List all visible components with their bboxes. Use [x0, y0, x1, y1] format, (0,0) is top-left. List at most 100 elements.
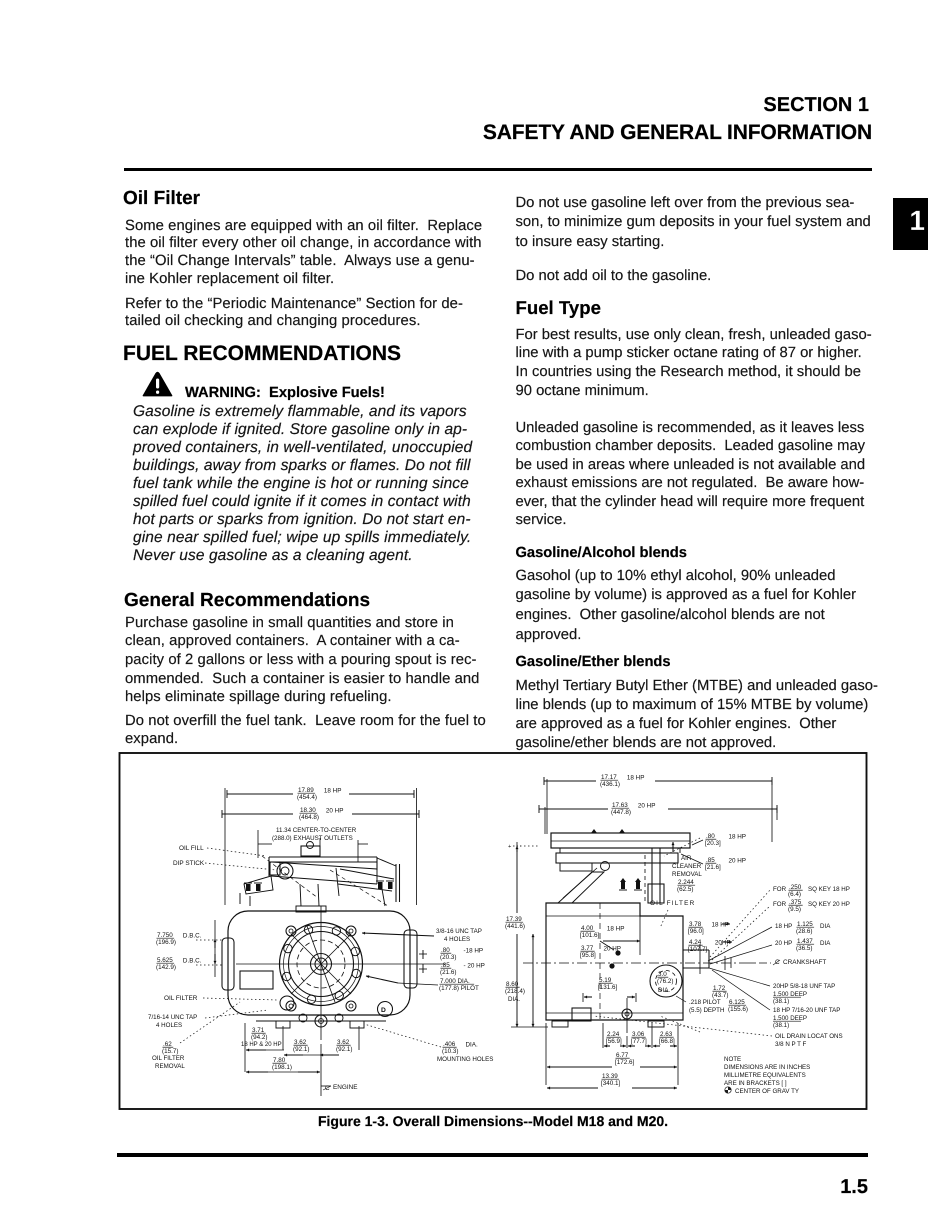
svg-text:7.750: 7.750 [157, 932, 173, 939]
svg-text:[96.0]: [96.0] [688, 928, 704, 935]
svg-text:REMOVAL: REMOVAL [155, 1063, 185, 1070]
svg-text:11.34 CENTER-TO-CENTER: 11.34 CENTER-TO-CENTER [276, 827, 357, 834]
svg-text:ENGINE: ENGINE [333, 1084, 358, 1091]
svg-text:[107.7]: [107.7] [688, 946, 708, 953]
svg-text:.85: .85 [706, 857, 715, 864]
svg-text:+: + [508, 844, 512, 850]
svg-text:D.B.C.: D.B.C. [183, 958, 202, 965]
svg-text:[20.3]: [20.3] [705, 840, 721, 847]
svg-text:2.244: 2.244 [678, 879, 694, 886]
svg-text:(441.6): (441.6) [505, 923, 525, 930]
svg-text:[66.8]: [66.8] [659, 1038, 675, 1045]
svg-text:[340.1]: [340.1] [601, 1080, 621, 1087]
svg-text:DIA.: DIA. [508, 996, 520, 1003]
svg-text:18 HP: 18 HP [711, 922, 729, 929]
svg-text:(198.1): (198.1) [272, 1064, 292, 1071]
svg-text:4.24: 4.24 [689, 939, 702, 946]
svg-text:18 HP & 20 HP: 18 HP & 20 HP [241, 1042, 282, 1048]
svg-text:(28.6): (28.6) [796, 928, 812, 935]
svg-text:20 HP: 20 HP [326, 808, 344, 815]
svg-text:DIA.: DIA. [465, 1042, 477, 1049]
svg-text:[21.6]: [21.6] [705, 864, 721, 871]
svg-text:3/8-16 UNC TAP: 3/8-16 UNC TAP [436, 928, 482, 935]
svg-text:(94.2): (94.2) [251, 1034, 267, 1041]
svg-text:(447.8): (447.8) [611, 809, 631, 816]
svg-text:1.125: 1.125 [797, 921, 813, 928]
svg-text:1.500 DEEP: 1.500 DEEP [773, 991, 807, 998]
svg-text:[95.8]: [95.8] [580, 952, 596, 959]
svg-text:17.39: 17.39 [506, 916, 522, 923]
svg-text:20 HP: 20 HP [638, 803, 656, 810]
svg-text:18 HP 7/16-20 UNF TAP: 18 HP 7/16-20 UNF TAP [773, 1007, 840, 1014]
svg-text:CLEANER: CLEANER [672, 863, 702, 870]
svg-text:FOR: FOR [773, 886, 787, 893]
svg-text:- 20 HP: - 20 HP [463, 963, 484, 970]
svg-text:1.72: 1.72 [713, 985, 726, 992]
svg-text:C: C [775, 959, 780, 966]
svg-text:(62.5): (62.5) [677, 886, 693, 893]
svg-text:DIP STICK: DIP STICK [173, 860, 205, 867]
svg-text:8.60: 8.60 [506, 981, 519, 988]
svg-text:(76.2): (76.2) [657, 978, 673, 985]
svg-text:13.39: 13.39 [602, 1073, 618, 1080]
svg-text:.250: .250 [789, 884, 802, 891]
svg-text:CRANKSHAFT: CRANKSHAFT [783, 959, 826, 966]
svg-text:[56.9]: [56.9] [606, 1038, 622, 1045]
svg-text:OIL FILL: OIL FILL [179, 845, 204, 852]
svg-text:D: D [381, 1007, 386, 1014]
svg-text:(464.8): (464.8) [299, 814, 319, 821]
svg-text:-18 HP: -18 HP [463, 948, 483, 955]
svg-text:MOUNTING HOLES: MOUNTING HOLES [437, 1056, 493, 1063]
svg-text:SQ KEY 18 HP: SQ KEY 18 HP [808, 886, 850, 893]
svg-text:OIL FILTER: OIL FILTER [650, 900, 695, 907]
svg-text:5.625: 5.625 [157, 957, 173, 964]
svg-text:(5.5) DEPTH: (5.5) DEPTH [689, 1007, 724, 1014]
svg-text:1.437: 1.437 [797, 938, 813, 945]
svg-text:20HP: 20HP [715, 940, 731, 947]
svg-text:(36.5): (36.5) [796, 945, 812, 952]
svg-text:[131.6]: [131.6] [598, 984, 618, 991]
svg-text:[172.6]: [172.6] [615, 1059, 635, 1066]
svg-text:(142.9): (142.9) [156, 964, 176, 971]
svg-text:17.63: 17.63 [612, 802, 628, 809]
svg-text:(218.4): (218.4) [505, 988, 525, 995]
svg-text:2.24: 2.24 [607, 1031, 620, 1038]
svg-text:20HP 5/8-18 UNF TAP: 20HP 5/8-18 UNF TAP [773, 983, 835, 990]
svg-text:DIA: DIA [820, 923, 831, 930]
svg-text:DIA.: DIA. [658, 987, 670, 994]
svg-text:(6.4): (6.4) [788, 891, 801, 898]
svg-text:17.89: 17.89 [298, 787, 314, 794]
svg-text:DIMENSIONS ARE IN INCHES: DIMENSIONS ARE IN INCHES [724, 1064, 810, 1071]
svg-text:[101.6]: [101.6] [580, 932, 600, 939]
svg-text:(43.7): (43.7) [712, 992, 728, 999]
svg-text:3.62: 3.62 [294, 1039, 307, 1046]
svg-text:.218 PILOT: .218 PILOT [689, 999, 721, 1006]
svg-text:(38.1): (38.1) [773, 1022, 789, 1029]
svg-text:(38.1): (38.1) [773, 998, 789, 1005]
svg-text:7.000 DIA.: 7.000 DIA. [440, 978, 470, 985]
svg-text:(92.1): (92.1) [336, 1046, 352, 1053]
svg-text:[77.7]: [77.7] [631, 1038, 647, 1045]
svg-text:ARE IN BRACKETS [ ]: ARE IN BRACKETS [ ] [724, 1080, 787, 1087]
svg-text:(10.3): (10.3) [442, 1048, 458, 1055]
svg-text:18.30: 18.30 [300, 807, 316, 814]
svg-text:NOTE: NOTE [724, 1056, 741, 1063]
svg-text:3.71: 3.71 [252, 1027, 265, 1034]
svg-text:3.78: 3.78 [689, 921, 702, 928]
svg-text:(196.9): (196.9) [156, 939, 176, 946]
svg-text:CENTER OF GRAV TY: CENTER OF GRAV TY [735, 1088, 799, 1095]
svg-text:3.0: 3.0 [658, 971, 667, 978]
svg-text:3.06: 3.06 [632, 1031, 645, 1038]
svg-text:4.00: 4.00 [581, 925, 594, 932]
svg-text:.375: .375 [789, 899, 802, 906]
svg-text:6.125: 6.125 [729, 999, 745, 1006]
svg-text:C: C [325, 1085, 330, 1092]
svg-text:(20.3): (20.3) [440, 954, 456, 961]
svg-text:4 HOLES: 4 HOLES [444, 936, 470, 943]
svg-text:.406: .406 [443, 1041, 456, 1048]
svg-text:18 HP: 18 HP [627, 775, 645, 782]
svg-text:.85: .85 [441, 962, 450, 969]
svg-text:(9.5): (9.5) [788, 906, 801, 913]
svg-text:AIR: AIR [681, 855, 692, 862]
svg-text:FOR: FOR [773, 901, 787, 908]
